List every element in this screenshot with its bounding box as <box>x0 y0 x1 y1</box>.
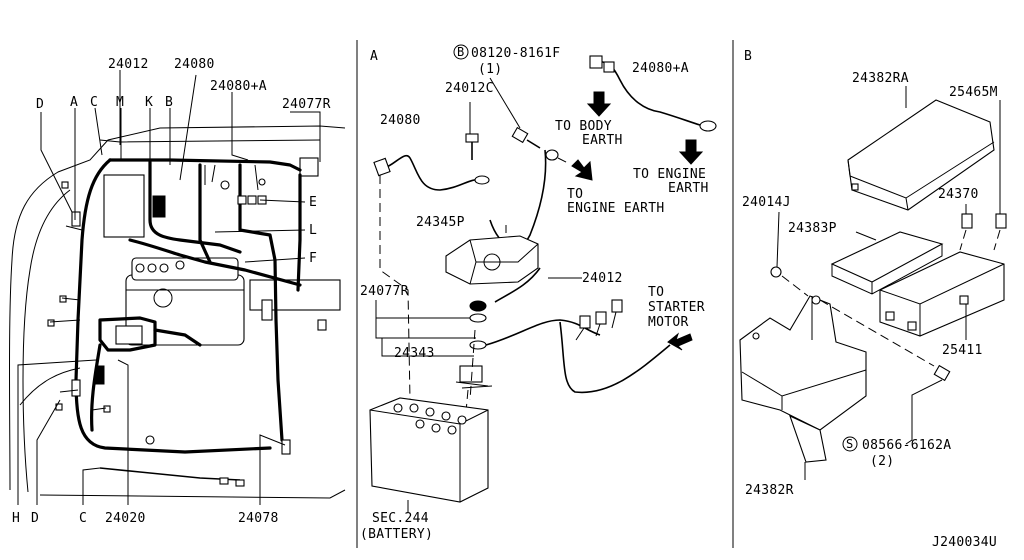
figure-code: J240034U <box>932 535 997 550</box>
label-24343: 24343 <box>394 346 435 361</box>
badge-s-letter: S <box>846 437 854 451</box>
label-24382r: 24382R <box>745 483 794 498</box>
to-engine-earth-2-line1: TO <box>567 187 583 202</box>
section-a-title: A <box>370 49 378 64</box>
section-a: A B 08120-8161F (1) 24080 24012C 24080+A… <box>360 44 717 542</box>
label-25411: 25411 <box>942 343 983 358</box>
screw-code-label: 08566-6162A <box>862 438 951 453</box>
arrow-to-body-earth-icon <box>586 91 612 117</box>
letter-d-top: D <box>36 97 44 112</box>
screw-qty-label: (2) <box>870 454 894 469</box>
bolt-24014j-icon <box>770 266 782 278</box>
letter-f-right: F <box>309 251 317 266</box>
battery-sec-label: SEC.244 <box>372 511 429 526</box>
to-engine-earth-line1: TO ENGINE <box>633 167 706 182</box>
label-24012-left: 24012 <box>108 57 149 72</box>
to-engine-earth-line2: EARTH <box>668 181 709 196</box>
label-24012c: 24012C <box>445 81 494 96</box>
to-starter-line1: TO <box>648 285 664 300</box>
letter-b-top: B <box>165 95 173 110</box>
arrow-engine-earth-center-icon <box>571 159 593 181</box>
letter-l-right: L <box>309 223 317 238</box>
battery-outline <box>103 174 145 238</box>
letter-d-bottom: D <box>31 511 39 526</box>
screw-08566-icon <box>933 364 951 382</box>
letter-c-top: C <box>90 95 98 110</box>
fuse-24370-icon <box>961 213 973 229</box>
to-body-earth-line2: EARTH <box>582 133 623 148</box>
label-24012-a: 24012 <box>582 271 623 286</box>
bolt-qty-label: (1) <box>478 62 502 77</box>
label-24014j: 24014J <box>742 195 791 210</box>
letter-e-right: E <box>309 195 317 210</box>
fuse-25465m-icon <box>995 213 1007 229</box>
body-inner-line <box>22 189 71 493</box>
bolt-code-label: 08120-8161F <box>471 46 560 61</box>
label-24370: 24370 <box>938 187 979 202</box>
to-engine-earth-2-line2: ENGINE EARTH <box>567 201 665 216</box>
letter-a-top: A <box>70 95 78 110</box>
label-24080a-a: 24080+A <box>632 61 689 76</box>
to-starter-line2: STARTER <box>648 300 705 315</box>
letter-c-bottom: C <box>79 511 87 526</box>
label-24020: 24020 <box>105 511 146 526</box>
section-b: B 24382RA 25465M 24014J 24370 24383P 254… <box>739 49 1007 498</box>
badge-b-icon <box>453 44 469 60</box>
terminal-24343-icon <box>459 365 483 383</box>
battery-name-label: (BATTERY) <box>360 527 433 542</box>
bracket-24382r <box>739 295 867 431</box>
badge-b-letter: B <box>457 45 465 59</box>
label-25465m: 25465M <box>949 85 998 100</box>
label-24383p: 24383P <box>788 221 837 236</box>
label-24080-left: 24080 <box>174 57 215 72</box>
bolt-08120-icon <box>511 126 529 144</box>
label-24080-a: 24080 <box>380 113 421 128</box>
badge-s-icon <box>842 436 858 452</box>
label-24080a-left: 24080+A <box>210 79 267 94</box>
label-24345p: 24345P <box>416 215 465 230</box>
label-24078: 24078 <box>238 511 279 526</box>
to-body-earth-line1: TO BODY <box>555 119 612 134</box>
cable-24080 <box>383 154 481 191</box>
to-starter-line3: MOTOR <box>648 315 689 330</box>
engine-room-harness: 24012 24080 24080+A 24077R D A C M K B E… <box>9 57 346 526</box>
body-outline <box>9 125 346 491</box>
cover-24345p <box>445 235 539 285</box>
arrow-to-starter-icon <box>667 332 693 351</box>
section-b-title: B <box>744 49 752 64</box>
letter-k-top: K <box>145 95 153 110</box>
label-24077r-left: 24077R <box>282 97 331 112</box>
letter-m-top: M <box>116 95 124 110</box>
label-24382ra: 24382RA <box>852 71 909 86</box>
bolt-24012c-icon <box>465 133 479 143</box>
letter-h-bottom: H <box>12 511 20 526</box>
arrow-to-engine-earth-icon <box>678 139 704 165</box>
label-24077r-a: 24077R <box>360 284 409 299</box>
